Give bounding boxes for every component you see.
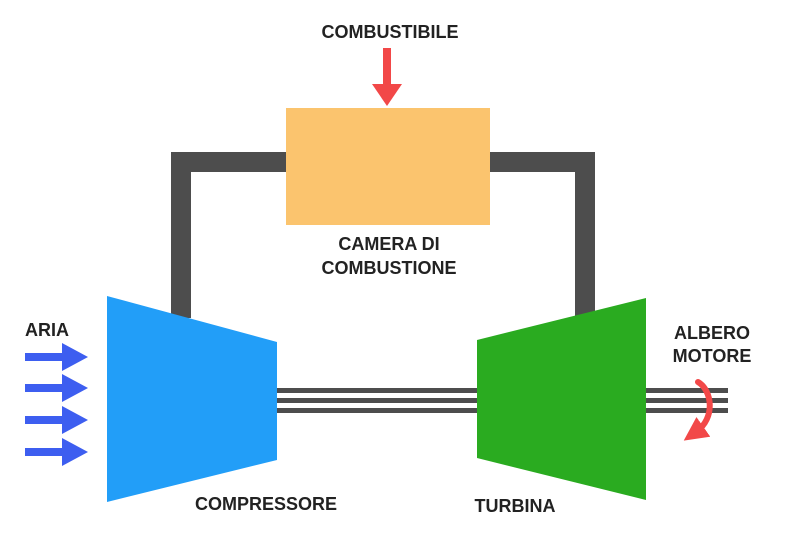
air-arrows	[25, 343, 88, 466]
compressor-label: COMPRESSORE	[195, 494, 337, 514]
turbine-label: TURBINA	[475, 496, 556, 516]
fuel-label: COMBUSTIBILE	[322, 22, 459, 42]
arrow-right-icon	[25, 343, 88, 371]
output-shaft	[640, 388, 728, 413]
arrow-right-icon	[25, 438, 88, 466]
air-label: ARIA	[25, 320, 69, 340]
turbine	[477, 298, 646, 500]
chamber-label-line2: COMBUSTIONE	[322, 258, 457, 278]
arrow-down-icon	[372, 48, 402, 106]
combustion-chamber	[286, 108, 490, 225]
arrow-right-icon	[25, 406, 88, 434]
compressor	[107, 296, 277, 502]
connecting-shaft	[276, 388, 478, 413]
shaft-label-line1: ALBERO	[674, 323, 750, 343]
gas-ducts	[171, 152, 595, 318]
chamber-label-line1: CAMERA DI	[338, 234, 439, 254]
arrow-right-icon	[25, 374, 88, 402]
shaft-label-line2: MOTORE	[673, 346, 752, 366]
duct-chamber-to-turbine	[486, 152, 595, 318]
curved-rotation-arrow-icon	[683, 379, 713, 441]
duct-compressor-to-chamber	[171, 152, 290, 318]
